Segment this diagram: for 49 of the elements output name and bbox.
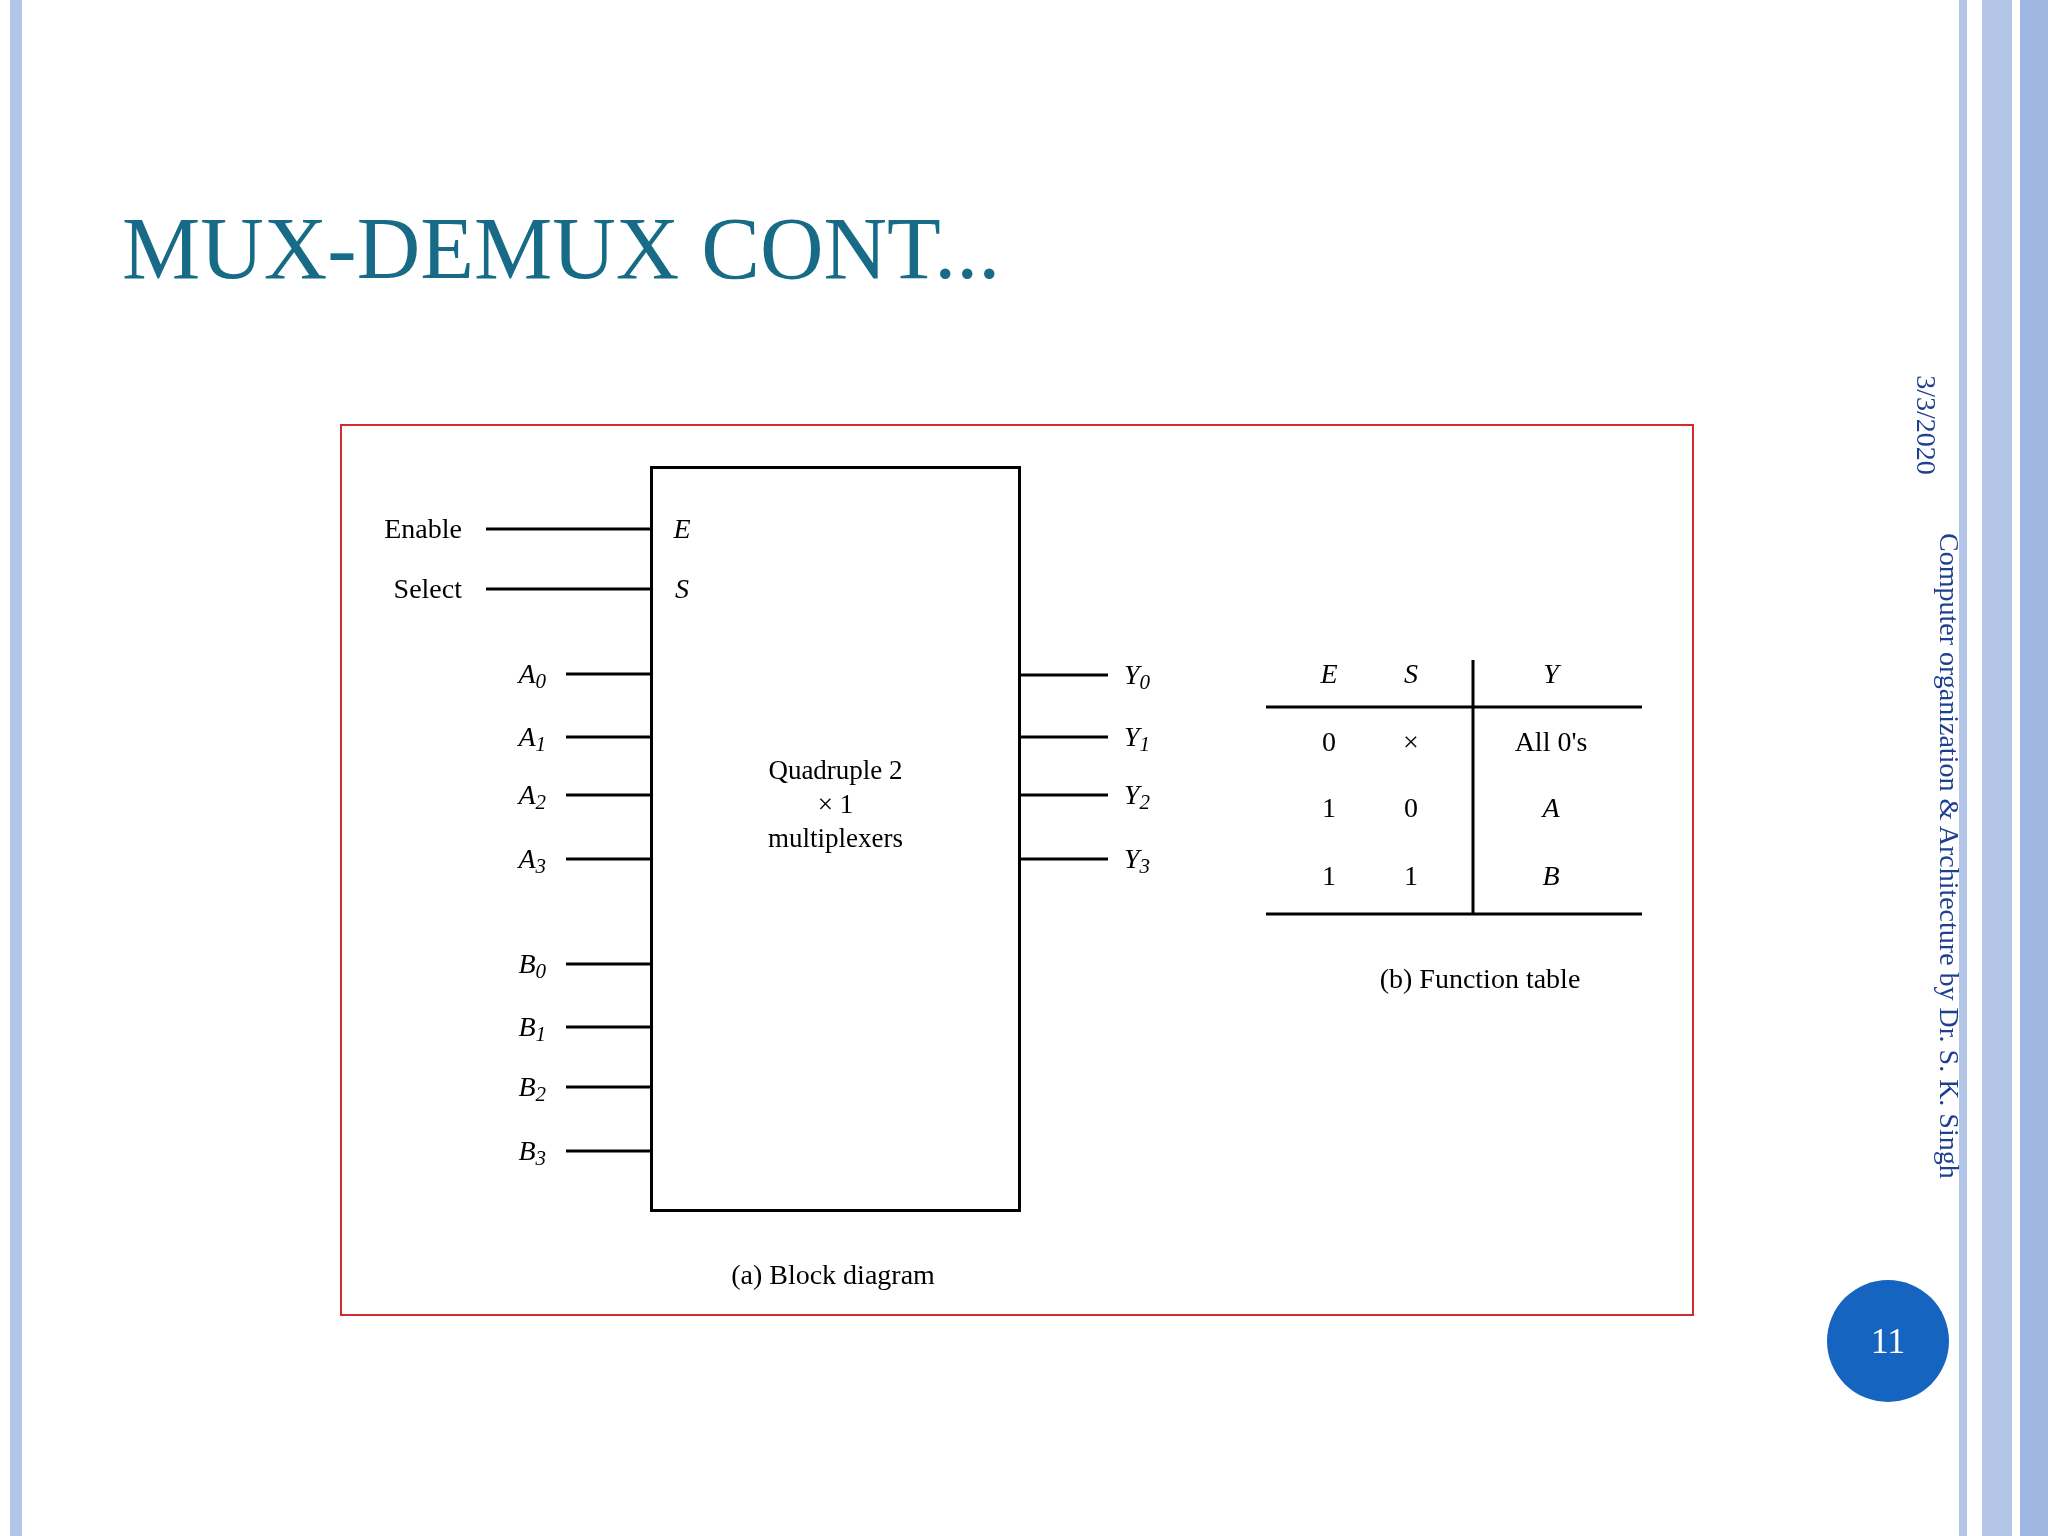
- signal-label: Y$_{1}$: [1108, 715, 1178, 759]
- table-cell-text: 0: [1404, 794, 1418, 822]
- signal-line: [566, 735, 650, 739]
- table-cell-text: E: [1320, 660, 1338, 688]
- signal-line: [566, 672, 650, 676]
- table-cell-text: S: [1404, 660, 1418, 688]
- signal-line: [566, 962, 650, 966]
- table-cell-text: B: [1542, 862, 1560, 890]
- pin-label: E: [673, 515, 691, 543]
- footer-text: Computer organization & Architecture by Dr. S. K. Singh: [1933, 533, 1966, 1181]
- signal-line: [566, 1149, 650, 1153]
- signal-label: A$_{2}$: [496, 773, 566, 817]
- page-number-badge: 11: [1827, 1280, 1949, 1402]
- block-label: Quadruple 2 × 1 multiplexers: [767, 754, 904, 855]
- signal-label: Y$_{0}$: [1108, 653, 1178, 697]
- table-cell-text: 1: [1322, 862, 1336, 890]
- signal-label: B$_{3}$: [496, 1129, 566, 1173]
- table-cell-text: ×: [1403, 728, 1419, 756]
- signal-line: [1021, 735, 1108, 739]
- signal-line: [566, 1025, 650, 1029]
- pin-label: S: [675, 575, 689, 603]
- signal-label: B$_{1}$: [496, 1005, 566, 1049]
- signal-line: [1021, 793, 1108, 797]
- signal-label: B$_{2}$: [496, 1065, 566, 1109]
- signal-label: Select: [360, 569, 486, 609]
- table-cell-text: All 0's: [1514, 728, 1588, 756]
- date-text: 3/3/2020: [1910, 374, 1943, 477]
- signal-line: [1021, 673, 1108, 677]
- signal-label: A$_{1}$: [496, 715, 566, 759]
- multiplexer-block: [650, 466, 1021, 1212]
- signal-label: A$_{0}$: [496, 652, 566, 696]
- table-cell-text: A: [1542, 794, 1560, 822]
- figure-caption: (a) Block diagram: [731, 1261, 935, 1289]
- signal-label: Y$_{2}$: [1108, 773, 1178, 817]
- signal-line: [566, 857, 650, 861]
- slide-title: MUX-DEMUX CONT...: [122, 205, 1001, 293]
- figure-caption: (b) Function table: [1379, 965, 1581, 993]
- signal-label: Y$_{3}$: [1108, 837, 1178, 881]
- signal-label: B$_{0}$: [496, 942, 566, 986]
- signal-line: [566, 793, 650, 797]
- table-cell-text: 1: [1322, 794, 1336, 822]
- signal-line: [486, 587, 650, 591]
- table-cell-text: 0: [1322, 728, 1336, 756]
- signal-line: [1021, 857, 1108, 861]
- signal-line: [486, 527, 650, 531]
- signal-label: A$_{3}$: [496, 837, 566, 881]
- signal-label: Enable: [360, 509, 486, 549]
- table-cell-text: 1: [1404, 862, 1418, 890]
- signal-line: [566, 1085, 650, 1089]
